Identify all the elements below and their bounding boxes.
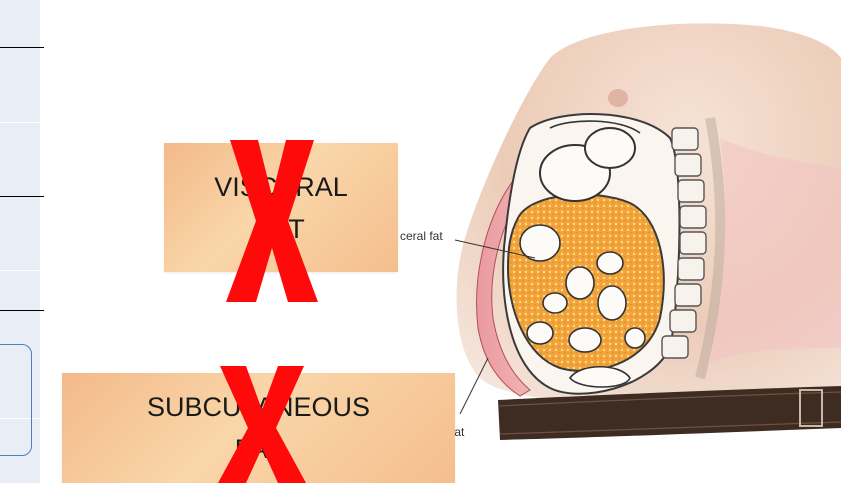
selection-bracket [0,344,32,456]
subcutaneous-fat-label: SUBCUTANEOUS FAT [147,386,370,470]
visceral-fat-label-box: VISCERAL FAT [164,143,398,272]
subcutaneous-fat-label-box: SUBCUTANEOUS FAT [62,373,455,483]
divider-line [0,47,44,48]
divider-line [0,310,44,311]
row-divider [0,270,40,271]
visceral-fat-callout: ceral fat [400,229,443,243]
visceral-fat-label: VISCERAL FAT [214,166,348,250]
divider-line [0,196,44,197]
row-divider [0,122,40,123]
